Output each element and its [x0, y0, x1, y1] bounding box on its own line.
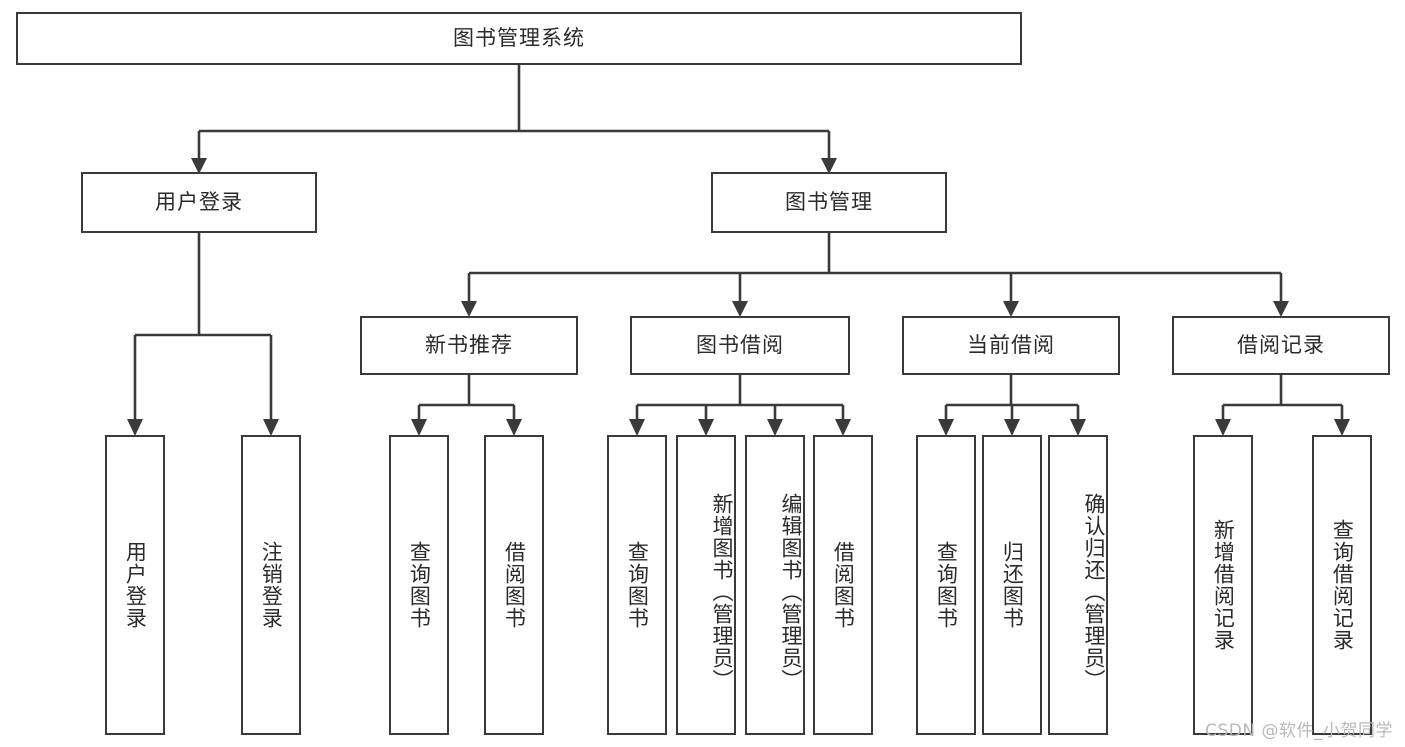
node-label: 用户登录 — [155, 189, 243, 214]
node-label: 借阅记录 — [1237, 332, 1325, 357]
node-label: 当前借阅 — [967, 332, 1055, 357]
node-label: 新书推荐 — [425, 332, 513, 357]
node-label: 查询图书 — [407, 541, 432, 629]
node-borrow-record[interactable]: 借阅记录 — [1172, 316, 1390, 375]
leaf-borrow-book[interactable]: 借阅图书 — [813, 435, 873, 735]
node-root-book-management-system[interactable]: 图书管理系统 — [16, 12, 1022, 65]
node-label: 图书借阅 — [696, 332, 784, 357]
node-user-login[interactable]: 用户登录 — [81, 172, 317, 233]
leaf-return-book[interactable]: 归还图书 — [982, 435, 1042, 735]
node-label: 图书管理 — [785, 189, 873, 214]
node-label: 查询图书 — [934, 541, 959, 629]
node-label: 新增借阅记录 — [1211, 519, 1236, 651]
leaf-user-login[interactable]: 用户登录 — [105, 435, 165, 735]
node-label: 确认归还（管理员） — [1082, 493, 1106, 691]
node-book-management[interactable]: 图书管理 — [711, 172, 947, 233]
node-label: 编辑图书（管理员） — [779, 493, 803, 691]
leaf-add-book-admin[interactable]: 新增图书（管理员） — [676, 435, 736, 735]
node-label: 查询图书 — [625, 541, 650, 629]
node-label: 归还图书 — [1000, 541, 1025, 629]
node-new-book-recommend[interactable]: 新书推荐 — [360, 316, 578, 375]
leaf-query-book-recommend[interactable]: 查询图书 — [389, 435, 449, 735]
leaf-query-book-current[interactable]: 查询图书 — [916, 435, 976, 735]
leaf-edit-book-admin[interactable]: 编辑图书（管理员） — [745, 435, 805, 735]
node-label: 查询借阅记录 — [1330, 519, 1355, 651]
leaf-confirm-return-admin[interactable]: 确认归还（管理员） — [1048, 435, 1108, 735]
leaf-query-borrow-record[interactable]: 查询借阅记录 — [1312, 435, 1372, 735]
node-label: 借阅图书 — [502, 541, 527, 629]
node-label: 注销登录 — [259, 541, 284, 629]
node-book-borrow[interactable]: 图书借阅 — [630, 316, 850, 375]
watermark: CSDN @软件_小贺同学 — [1205, 721, 1393, 741]
node-label: 用户登录 — [123, 541, 148, 629]
node-current-borrow[interactable]: 当前借阅 — [902, 316, 1120, 375]
node-label: 借阅图书 — [831, 541, 856, 629]
node-label: 新增图书（管理员） — [710, 493, 734, 691]
leaf-logout-login[interactable]: 注销登录 — [241, 435, 301, 735]
leaf-query-book-borrow[interactable]: 查询图书 — [607, 435, 667, 735]
leaf-add-borrow-record[interactable]: 新增借阅记录 — [1193, 435, 1253, 735]
leaf-borrow-book-recommend[interactable]: 借阅图书 — [484, 435, 544, 735]
node-label: 图书管理系统 — [453, 25, 585, 50]
